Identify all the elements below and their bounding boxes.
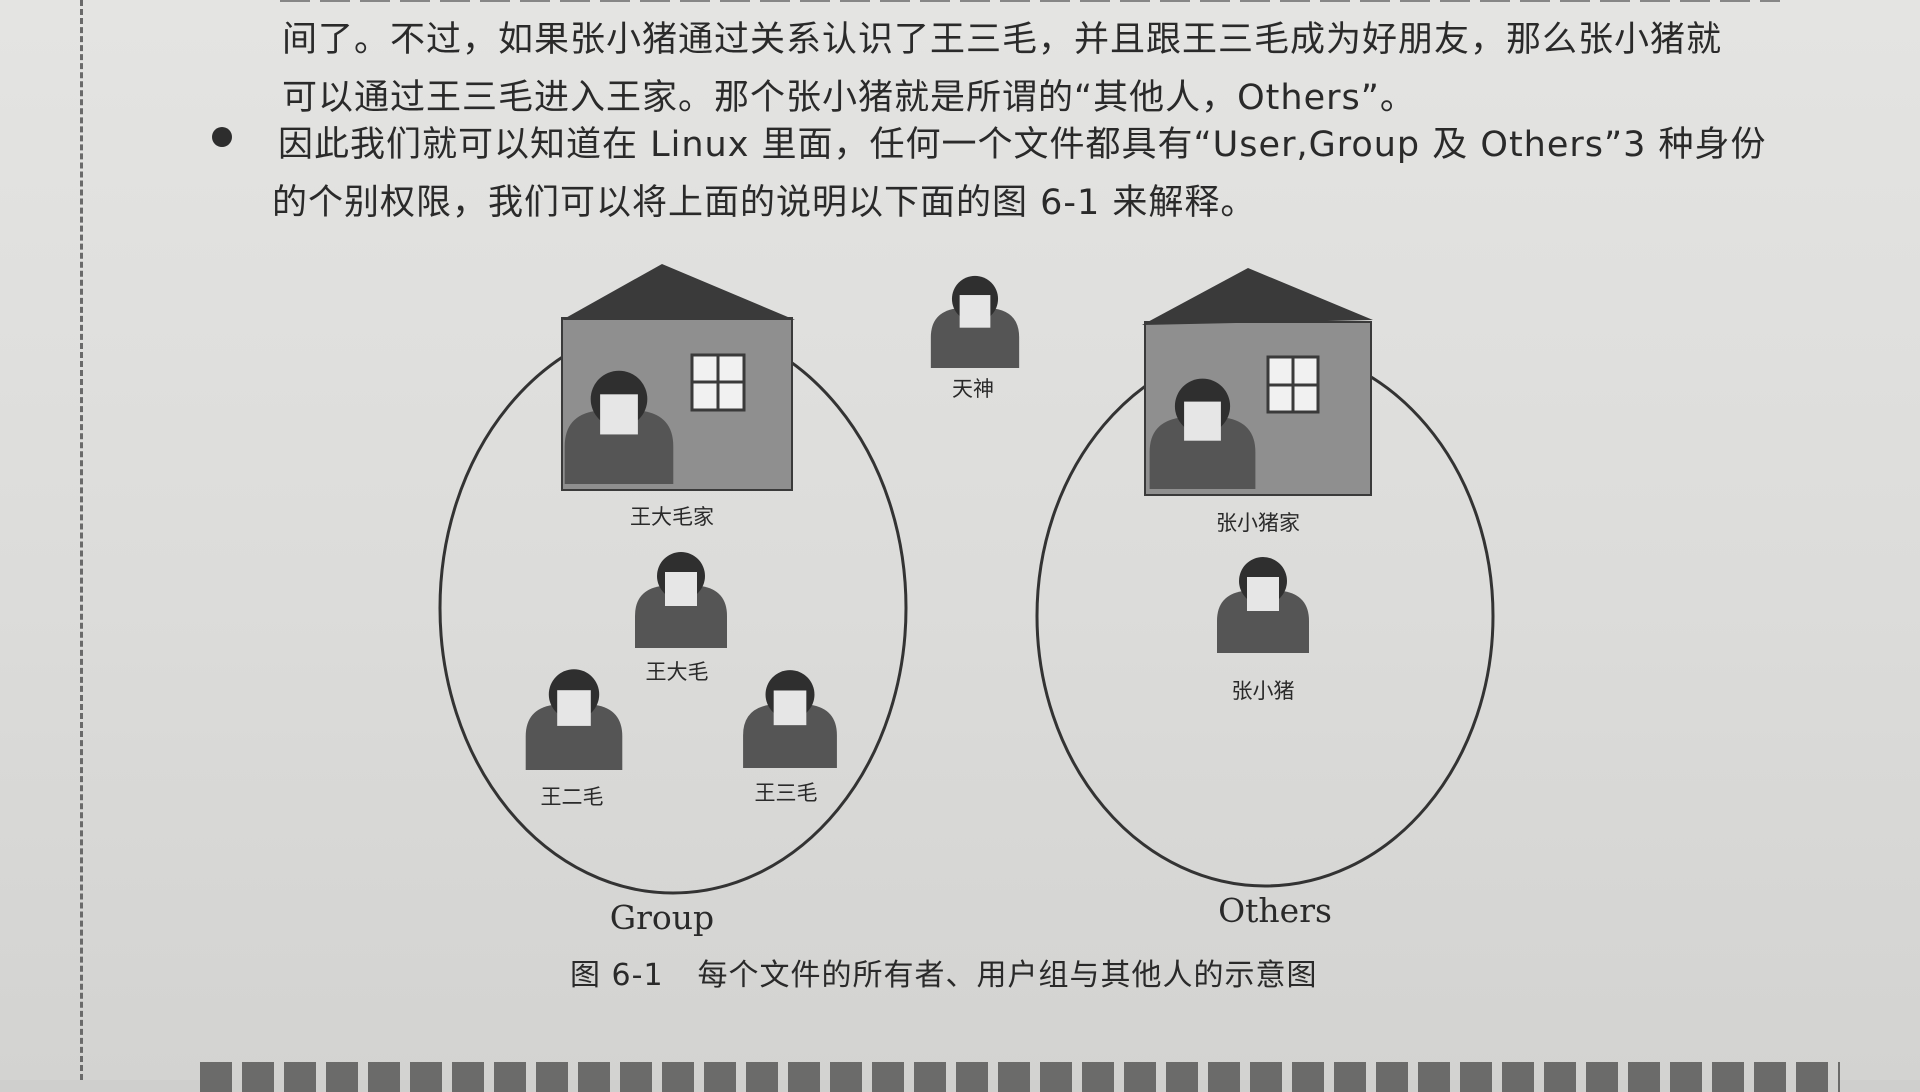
others-label: Others <box>1218 891 1332 930</box>
wang-da-mao-label: 王大毛 <box>646 660 709 684</box>
wang-san-mao-label: 王三毛 <box>755 781 818 805</box>
bullet-line-1: 因此我们就可以知道在 Linux 里面，任何一个文件都具有“User,Group… <box>278 125 1767 165</box>
group-label: Group <box>610 898 714 937</box>
cut-guide-dashed-line <box>80 0 83 1080</box>
cut-off-text-top <box>280 0 1780 2</box>
person-wang-san-mao-icon <box>743 670 837 768</box>
bullet-line-2: 的个别权限，我们可以将上面的说明以下面的图 6-1 来解释。 <box>272 183 1257 223</box>
cut-off-text-bottom <box>200 1062 1840 1092</box>
god-label: 天神 <box>952 377 994 401</box>
person-wang-da-mao-icon <box>635 552 727 648</box>
wang-er-mao-label: 王二毛 <box>541 785 604 809</box>
person-zhang-xiao-zhu-icon <box>1217 557 1309 653</box>
figure-caption-number: 图 6-1 <box>570 958 664 993</box>
zhang-xiao-zhu-label: 张小猪 <box>1232 679 1295 703</box>
paragraph-line-1: 间了。不过，如果张小猪通过关系认识了王三毛，并且跟王三毛成为好朋友，那么张小猪就 <box>282 20 1723 60</box>
house-zhang-label: 张小猪家 <box>1216 511 1300 535</box>
paragraph-line-2: 可以通过王三毛进入王家。那个张小猪就是所谓的“其他人，Others”。 <box>282 78 1416 118</box>
bullet-icon <box>212 127 232 147</box>
figure-caption: 图 6-1 每个文件的所有者、用户组与其他人的示意图 <box>570 950 1318 994</box>
person-god-icon <box>930 275 1020 368</box>
figure-caption-text: 每个文件的所有者、用户组与其他人的示意图 <box>697 958 1318 993</box>
house-wang-label: 王大毛家 <box>630 505 714 529</box>
person-wang-er-mao-icon <box>525 669 623 770</box>
